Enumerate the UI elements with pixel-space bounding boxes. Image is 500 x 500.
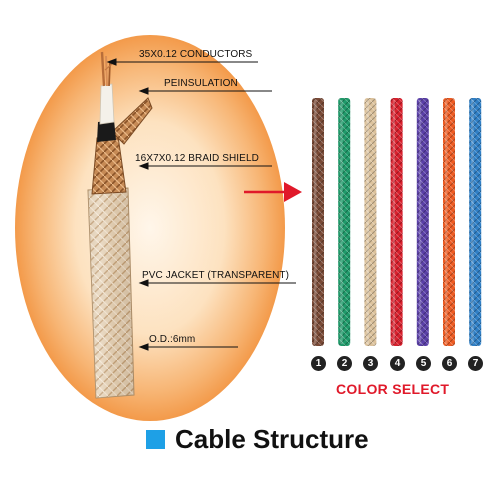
pointer-arrow	[244, 182, 302, 202]
swatch-number-4: 4	[390, 356, 405, 371]
page-title: Cable Structure	[175, 424, 369, 454]
label-pe-insulation: PEINSULATION	[164, 78, 238, 89]
label-outer-diameter: O.D.:6mm	[149, 334, 196, 345]
color-swatch-wire	[390, 98, 403, 346]
label-pvc-jacket: PVC JACKET (TRANSPARENT)	[142, 270, 290, 281]
cable-jacket	[87, 187, 135, 399]
title-square-icon	[146, 430, 165, 449]
glow-oval	[15, 35, 285, 421]
braid-shield	[91, 97, 153, 195]
color-swatch-wire	[469, 98, 482, 346]
color-swatches	[312, 98, 482, 346]
color-select-label: COLOR SELECT	[336, 381, 450, 397]
callout-arrowhead	[138, 87, 149, 95]
label-braid-shield: 16X7X0.12 BRAID SHIELD	[135, 153, 259, 164]
callout-arrowhead	[138, 162, 149, 170]
color-swatch-wire	[338, 98, 351, 346]
swatch-number-3: 3	[363, 356, 378, 371]
callout-arrowhead	[106, 58, 117, 66]
color-swatch-wire	[312, 98, 324, 346]
swatch-number-5: 5	[416, 356, 431, 371]
swatch-number-7: 7	[468, 356, 483, 371]
inner-black-layer	[97, 120, 116, 142]
pe-insulation	[99, 83, 115, 125]
color-swatch-wire	[364, 98, 377, 346]
swatch-number-6: 6	[442, 356, 457, 371]
callout-arrowhead	[138, 279, 149, 287]
conductor-strands	[100, 51, 113, 87]
callout-arrowhead	[138, 343, 149, 351]
swatch-number-2: 2	[337, 356, 352, 371]
swatch-number-1: 1	[311, 356, 326, 371]
color-swatch-wire	[443, 98, 455, 346]
color-swatch-wire	[416, 98, 429, 346]
label-conductors: 35X0.12 CONDUCTORS	[139, 49, 253, 60]
